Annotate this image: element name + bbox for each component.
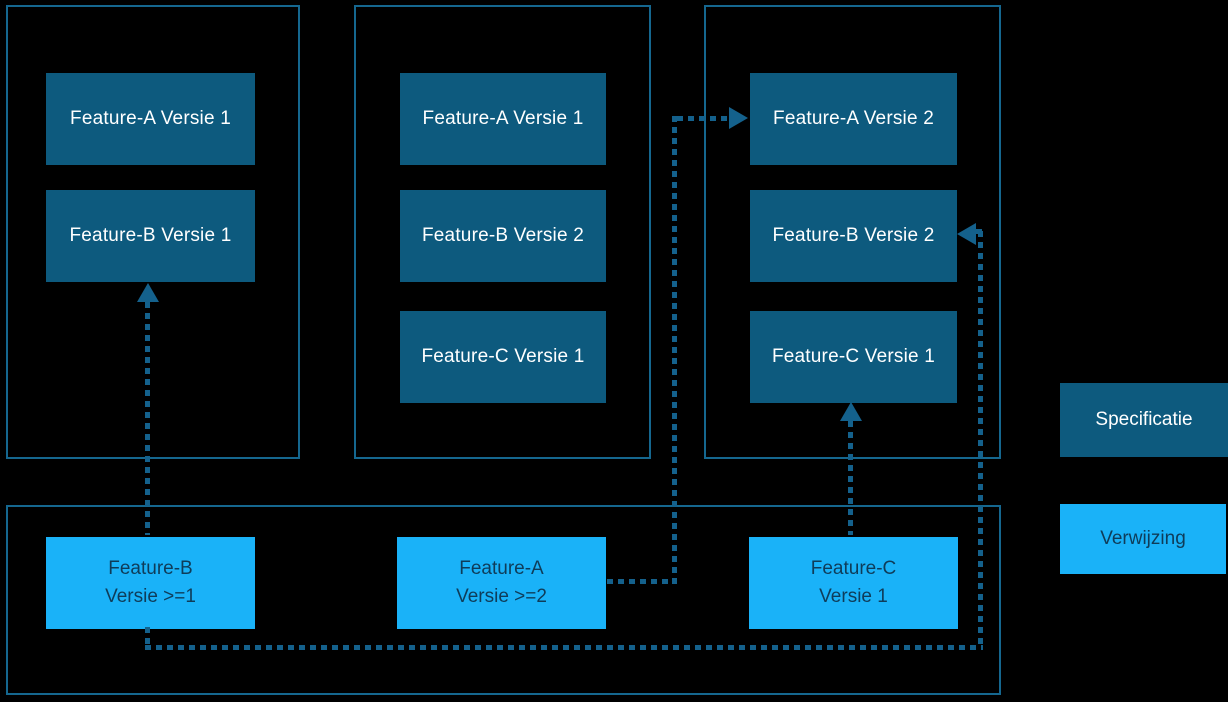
spec-box-feature-b-v1: Feature-B Versie 1 [46,190,255,282]
spec-box-label: Feature-A Versie 1 [422,108,584,129]
spec-box-feature-a-v1: Feature-A Versie 1 [46,73,255,165]
arrowhead-up-icon [137,283,159,302]
legend-specification-label: Specificatie [1095,409,1193,430]
arrow-ref-b-to-spec-b1-line [145,302,150,535]
ref-box-feature-c: Feature-C Versie 1 [749,537,958,629]
spec-box-label: Feature-B Versie 2 [772,225,935,246]
spec-box-feature-b-v2: Feature-B Versie 2 [400,190,606,282]
arrowhead-up-icon [840,402,862,421]
arrow-ref-b-to-spec-b2-segment-1 [145,627,150,645]
arrow-ref-a-to-spec-a2-segment-1 [607,579,673,584]
legend-reference-label: Verwijzing [1100,528,1186,549]
arrowhead-left-icon [957,223,976,245]
arrow-ref-b-to-spec-b2-segment-4 [976,229,983,234]
spec-box-feature-b-v2: Feature-B Versie 2 [750,190,957,282]
spec-box-label: Feature-C Versie 1 [771,346,936,367]
arrow-ref-b-to-spec-b2-segment-2 [145,645,983,650]
spec-box-label: Feature-B Versie 2 [421,225,584,246]
ref-box-label-line1: Feature-C [810,558,897,579]
specification-group-3: Feature-A Versie 2 Feature-B Versie 2 Fe… [704,5,1001,459]
spec-box-feature-c-v1: Feature-C Versie 1 [750,311,957,403]
spec-box-label: Feature-C Versie 1 [421,346,585,367]
spec-box-feature-a-v1: Feature-A Versie 1 [400,73,606,165]
ref-box-label-line1: Feature-A [459,558,544,579]
reference-container: Feature-B Versie >=1 Feature-A Versie >=… [6,505,1001,695]
legend-reference: Verwijzing [1060,504,1226,574]
specification-group-1: Feature-A Versie 1 Feature-B Versie 1 [6,5,300,459]
ref-box-feature-a: Feature-A Versie >=2 [397,537,606,629]
ref-box-label-line2: Versie 1 [819,586,888,607]
arrow-ref-a-to-spec-a2-segment-3 [677,116,729,121]
arrow-ref-c-to-spec-c1-line [848,421,853,535]
spec-box-label: Feature-A Versie 1 [70,108,231,129]
arrow-ref-a-to-spec-a2-segment-2 [672,116,677,584]
ref-box-label-line2: Versie >=2 [456,586,547,607]
spec-box-label: Feature-A Versie 2 [773,108,934,129]
spec-box-feature-c-v1: Feature-C Versie 1 [400,311,606,403]
spec-box-label: Feature-B Versie 1 [69,225,232,246]
ref-box-label-line1: Feature-B [108,558,193,579]
legend-specification: Specificatie [1060,383,1228,457]
arrowhead-right-icon [729,107,748,129]
ref-box-label-line2: Versie >=1 [105,586,196,607]
spec-box-feature-a-v2: Feature-A Versie 2 [750,73,957,165]
ref-box-feature-b: Feature-B Versie >=1 [46,537,255,629]
arrow-ref-b-to-spec-b2-segment-3 [978,231,983,648]
specification-group-2: Feature-A Versie 1 Feature-B Versie 2 Fe… [354,5,651,459]
